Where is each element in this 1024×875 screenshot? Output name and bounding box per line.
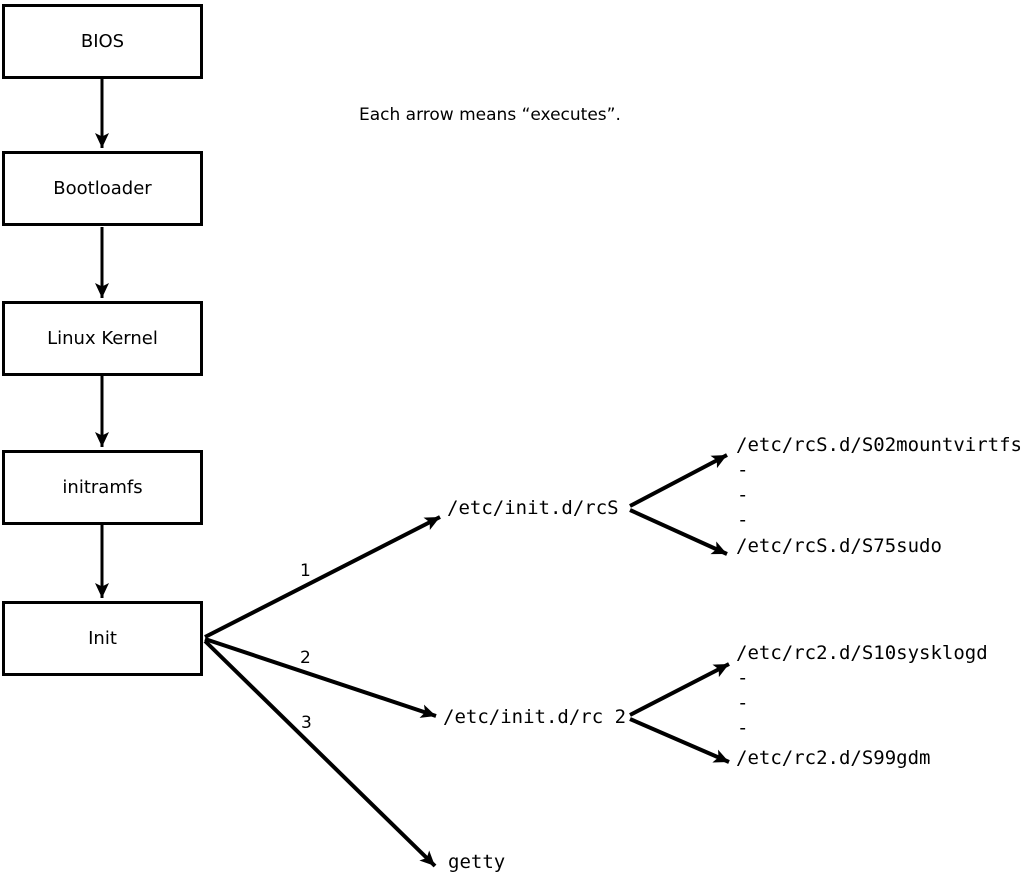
branch-number-3: 3 xyxy=(301,713,312,733)
rcS-script-ellipsis-dash: - xyxy=(737,484,749,506)
rc2-script-s99gdm: /etc/rc2.d/S99gdm xyxy=(736,747,931,769)
node-initramfs: initramfs xyxy=(2,450,203,525)
rcS-script-s75sudo: /etc/rcS.d/S75sudo xyxy=(736,535,942,557)
rcS-script-ellipsis-dash: - xyxy=(737,509,749,531)
node-linux-kernel-label: Linux Kernel xyxy=(47,328,158,349)
arrow-init-to-getty xyxy=(203,639,437,868)
arrow-rc2-to-s10sysklogd xyxy=(629,662,730,717)
arrow-rcS-to-s75sudo xyxy=(629,508,728,556)
arrow-init-to-rc2 xyxy=(204,637,437,718)
node-linux-kernel: Linux Kernel xyxy=(2,301,203,376)
node-bootloader-label: Bootloader xyxy=(53,178,152,199)
arrow-rc2-to-s99gdm xyxy=(629,717,730,764)
rc2-script-ellipsis-dash: - xyxy=(737,692,749,714)
arrow-rcS-to-s02mountvirtfs xyxy=(629,453,728,508)
node-init-label: Init xyxy=(88,628,117,649)
node-getty: getty xyxy=(448,851,506,873)
rc2-script-ellipsis-dash: - xyxy=(737,667,749,689)
rc2-script-ellipsis-dash: - xyxy=(737,717,749,739)
legend-note: Each arrow means “executes”. xyxy=(359,105,621,125)
node-initramfs-label: initramfs xyxy=(62,477,143,498)
rcS-script-ellipsis-dash: - xyxy=(737,459,749,481)
node-bios: BIOS xyxy=(2,4,203,79)
branch-number-2: 2 xyxy=(300,648,311,668)
node-bios-label: BIOS xyxy=(80,31,125,52)
branch-number-1: 1 xyxy=(300,561,311,581)
node-bootloader: Bootloader xyxy=(2,151,203,226)
node-init: Init xyxy=(2,601,203,676)
rc2-script-s10sysklogd: /etc/rc2.d/S10sysklogd xyxy=(736,642,988,664)
rcS-script-s02mountvirtfs: /etc/rcS.d/S02mountvirtfs xyxy=(736,434,1022,456)
node-rcS: /etc/init.d/rcS xyxy=(447,497,619,519)
node-rc2: /etc/init.d/rc 2 xyxy=(443,706,627,728)
arrow-init-to-rcS xyxy=(204,515,441,639)
